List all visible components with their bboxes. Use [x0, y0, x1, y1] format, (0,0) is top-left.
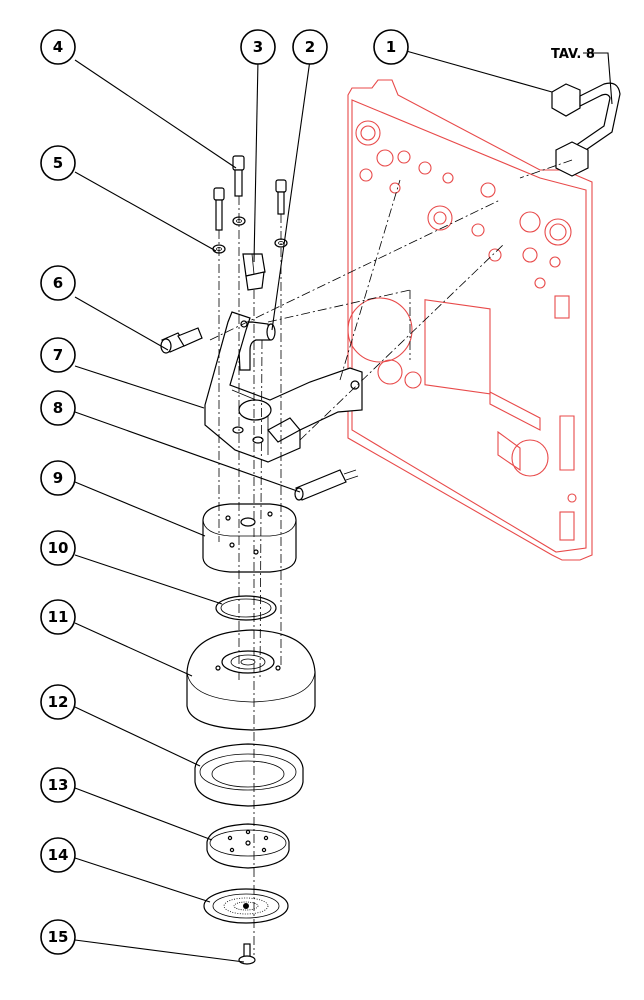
part-11-boiler [186, 629, 316, 731]
callout-13-label: 13 [48, 776, 69, 794]
callout-9: 9 [40, 460, 76, 496]
callout-2-label: 2 [305, 38, 315, 56]
part-7-bracket [204, 311, 363, 463]
callout-7: 7 [40, 337, 76, 373]
callout-6: 6 [40, 265, 76, 301]
assembly-axes [209, 159, 573, 955]
part-10-o-ring [215, 595, 277, 621]
callout-5-label: 5 [53, 154, 63, 172]
callout-1: 1 [373, 29, 409, 65]
callout-15-label: 15 [48, 928, 69, 946]
part-4-screws [213, 155, 287, 231]
callout-8-label: 8 [53, 399, 63, 417]
leader-lines [74, 46, 613, 963]
part-8-pin [294, 469, 359, 501]
part-3-sensor [242, 253, 266, 291]
callout-13: 13 [40, 767, 76, 803]
callout-7-label: 7 [53, 346, 63, 364]
callout-14-label: 14 [48, 846, 69, 864]
part-9-block [202, 503, 297, 573]
callout-10-label: 10 [48, 539, 69, 557]
callout-12: 12 [40, 684, 76, 720]
callout-11-label: 11 [48, 608, 69, 626]
callout-1-label: 1 [386, 38, 396, 56]
part-2-elbow-fitting [237, 321, 276, 371]
sheet-reference-label: TAV. 8 [551, 47, 595, 62]
callout-14: 14 [40, 837, 76, 873]
callout-6-label: 6 [53, 274, 63, 292]
callout-12-label: 12 [48, 693, 69, 711]
part-14-shower-screen [203, 888, 289, 924]
callout-11: 11 [40, 599, 76, 635]
part-13-diffuser [206, 823, 290, 869]
part-12-ring-holder [194, 743, 304, 807]
callout-5: 5 [40, 145, 76, 181]
callout-8: 8 [40, 390, 76, 426]
callout-10: 10 [40, 530, 76, 566]
callout-3-label: 3 [253, 38, 263, 56]
callout-15: 15 [40, 919, 76, 955]
callout-2: 2 [292, 29, 328, 65]
callout-9-label: 9 [53, 469, 63, 487]
callout-4: 4 [40, 29, 76, 65]
frame-panel [347, 79, 593, 561]
part-1-pipe [551, 82, 621, 177]
part-5-washers [212, 216, 288, 254]
callout-4-label: 4 [53, 38, 63, 56]
callout-3: 3 [240, 29, 276, 65]
part-6-cap-screw [160, 327, 203, 354]
part-15-screw [238, 943, 256, 965]
